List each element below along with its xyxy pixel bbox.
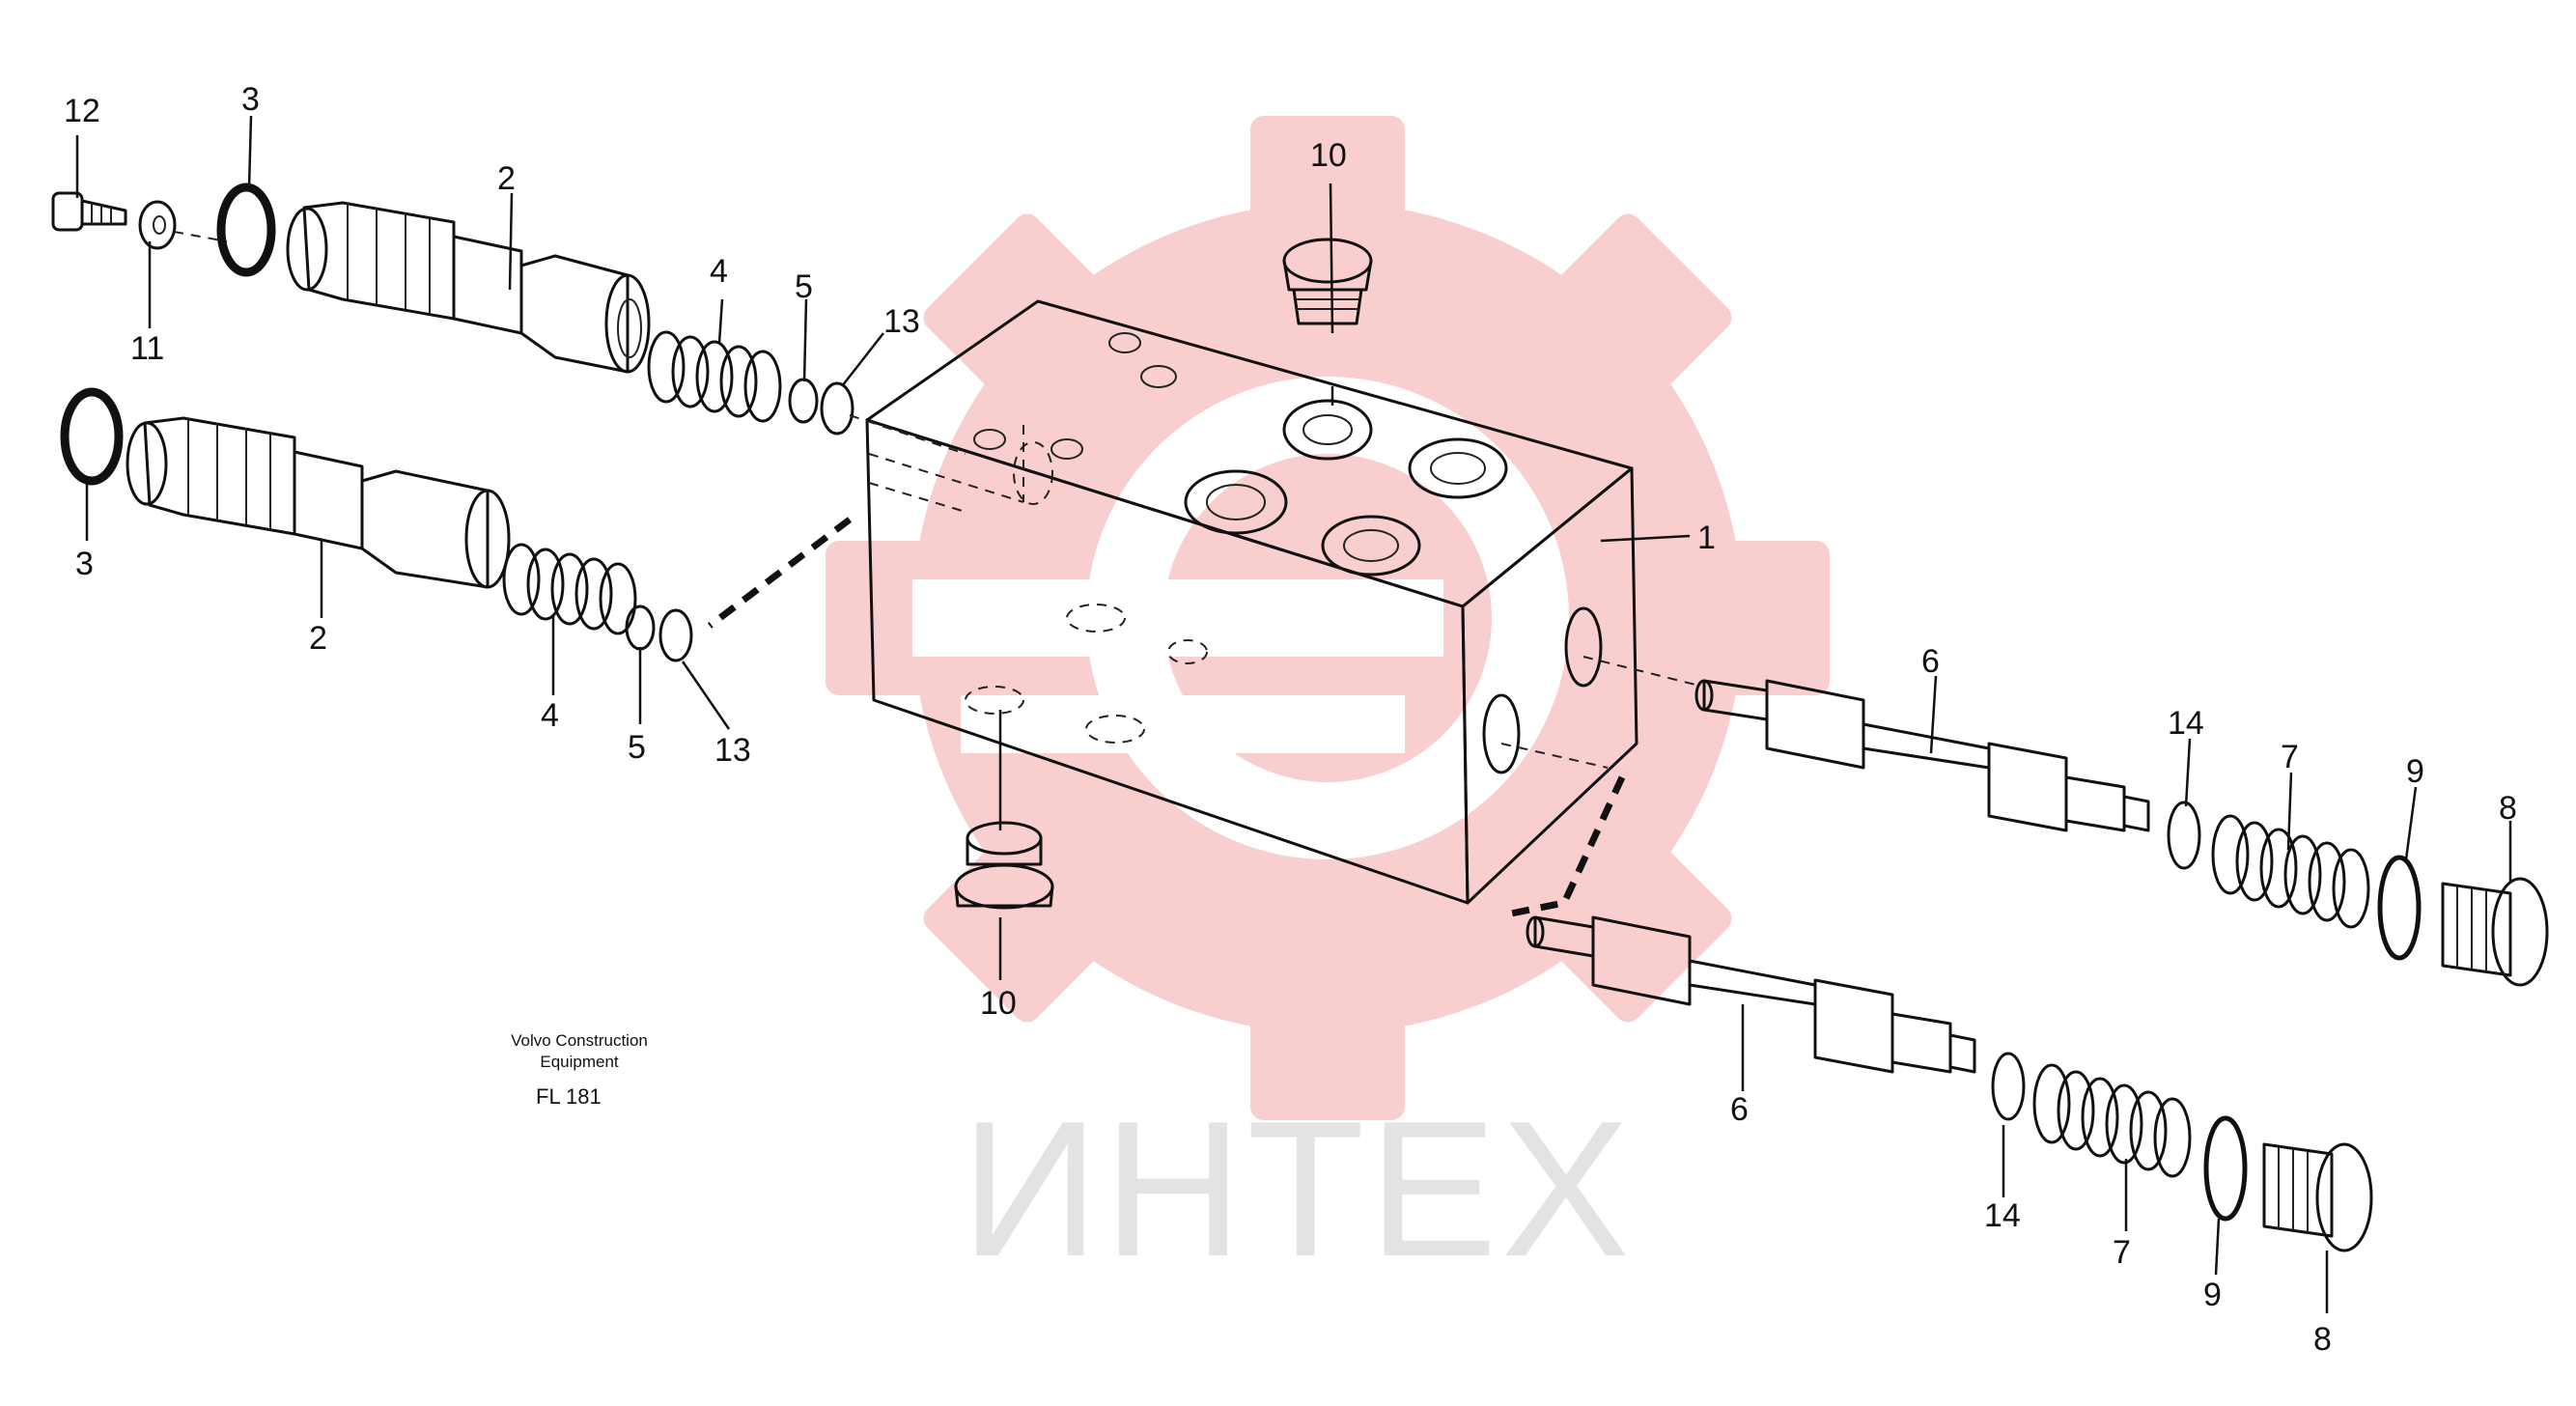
caption-block: Volvo Construction Equipment FL 181 bbox=[511, 1031, 648, 1109]
callout-3-lower: 3 bbox=[75, 546, 94, 582]
spool-part-2-lower bbox=[126, 416, 511, 589]
callout-labels: 12 3 2 11 4 5 13 3 2 4 5 13 10 1 10 6 14… bbox=[64, 81, 2517, 1358]
assembly-line-left bbox=[707, 517, 853, 629]
leader-lines bbox=[75, 115, 2512, 1313]
callout-14-lower: 14 bbox=[1984, 1197, 2021, 1234]
callout-13-lower: 13 bbox=[714, 732, 751, 769]
spring-part-7-upper bbox=[2211, 814, 2370, 929]
callout-8-lower: 8 bbox=[2313, 1321, 2332, 1358]
callout-11: 11 bbox=[130, 330, 164, 367]
caption-company: Volvo Construction bbox=[511, 1031, 648, 1050]
spring-part-4-lower bbox=[502, 543, 637, 635]
o-ring-part-3-lower bbox=[60, 387, 124, 486]
callout-2-lower: 2 bbox=[309, 620, 327, 657]
spool-part-2-upper bbox=[286, 201, 651, 374]
plug-part-10-top bbox=[1282, 238, 1373, 325]
washer-part-14-upper bbox=[2167, 801, 2201, 870]
callout-10-top: 10 bbox=[1310, 137, 1347, 174]
callout-7-upper: 7 bbox=[2281, 739, 2299, 775]
callout-6-upper: 6 bbox=[1921, 643, 1940, 680]
washer-part-11 bbox=[138, 200, 177, 250]
ring-part-13-upper bbox=[820, 381, 854, 436]
callout-9-lower: 9 bbox=[2203, 1277, 2222, 1313]
callout-5-upper: 5 bbox=[795, 268, 813, 305]
plug-part-8-lower bbox=[2262, 1142, 2373, 1252]
o-ring-part-9-lower bbox=[2203, 1115, 2248, 1222]
ring-part-13-lower bbox=[658, 608, 693, 662]
spring-part-7-lower bbox=[2032, 1063, 2192, 1178]
washer-part-14-lower bbox=[1991, 1052, 2026, 1121]
callout-4-lower: 4 bbox=[541, 697, 559, 734]
o-ring-part-3-upper bbox=[216, 183, 276, 277]
watermark-gear-icon bbox=[826, 116, 1830, 1120]
callout-2-upper: 2 bbox=[497, 160, 516, 197]
caption-company-line2: Equipment bbox=[540, 1053, 619, 1071]
plug-part-8-upper bbox=[2441, 877, 2549, 987]
callout-10-bottom: 10 bbox=[980, 985, 1017, 1022]
washer-part-5-lower bbox=[625, 605, 656, 651]
callout-13-upper: 13 bbox=[883, 303, 920, 340]
callout-7-lower: 7 bbox=[2113, 1234, 2131, 1271]
washer-part-5-upper bbox=[788, 378, 819, 424]
valve-stem-part-6-upper bbox=[1694, 679, 2150, 832]
valve-block-body bbox=[865, 299, 1638, 905]
callout-3-upper: 3 bbox=[241, 81, 260, 118]
callout-4-upper: 4 bbox=[710, 253, 728, 290]
callout-1: 1 bbox=[1697, 520, 1716, 556]
watermark-text: ИНТЕХ bbox=[961, 1082, 1634, 1297]
caption-code: FL 181 bbox=[536, 1084, 602, 1109]
callout-9-upper: 9 bbox=[2406, 753, 2424, 790]
callout-12: 12 bbox=[64, 93, 100, 129]
callout-8-upper: 8 bbox=[2499, 790, 2517, 827]
callout-14-upper: 14 bbox=[2168, 705, 2204, 742]
o-ring-part-9-upper bbox=[2377, 855, 2422, 961]
callout-6-lower: 6 bbox=[1730, 1091, 1749, 1128]
plug-part-10-bottom bbox=[954, 821, 1054, 910]
spring-part-4-upper bbox=[647, 330, 782, 423]
callout-5-lower: 5 bbox=[628, 729, 646, 766]
bolt-part-12 bbox=[51, 191, 127, 232]
assembly-line-right bbox=[1500, 775, 1626, 919]
valve-stem-part-6-lower bbox=[1526, 915, 1976, 1074]
